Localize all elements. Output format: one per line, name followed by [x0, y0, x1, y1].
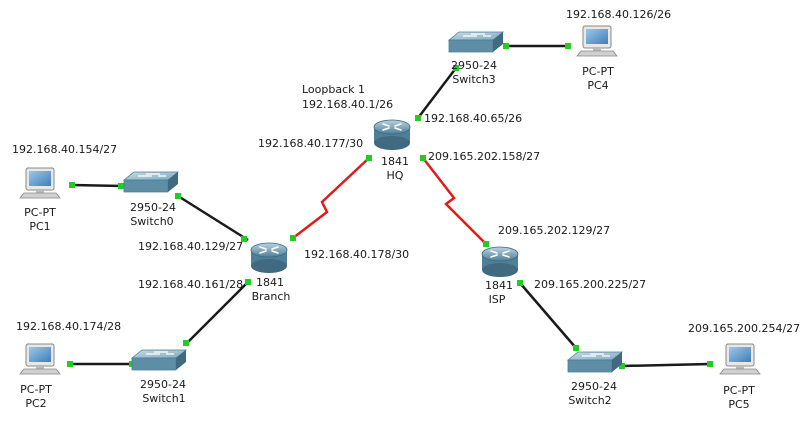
port-branch-switch0 — [241, 236, 247, 242]
pc2-name: PC2 — [25, 397, 46, 410]
link-switch2-pc5[interactable] — [621, 362, 711, 368]
port-hq-serial-branch — [366, 155, 372, 161]
port-switch2-isp — [573, 345, 579, 351]
port-pc1 — [69, 182, 75, 188]
port-switch3-hq — [453, 65, 459, 71]
port-branch-switch1 — [245, 279, 251, 285]
router-isp[interactable]: 1841 ISP — [481, 246, 519, 306]
pc5-name: PC5 — [728, 398, 749, 411]
router-branch-name: Branch — [252, 290, 291, 303]
switch2-model: 2950-24 — [571, 380, 617, 393]
switch-0[interactable]: 2950-24 Switch0 — [123, 171, 179, 228]
hq-loopback-ip: 192.168.40.1/26 — [302, 98, 393, 111]
pc4-name: PC4 — [587, 79, 608, 92]
router-icon — [481, 246, 519, 278]
switch-3[interactable]: 2950-24 Switch3 — [448, 31, 504, 86]
hq-serial-isp-ip: 209.165.202.158/27 — [428, 150, 540, 163]
branch-lan1-ip: 192.168.40.161/28 — [138, 278, 243, 291]
port-switch3-pc4 — [503, 43, 509, 49]
port-isp-serial — [483, 241, 489, 247]
port-switch0-pc1 — [118, 183, 124, 189]
link-hq-switch3[interactable] — [417, 67, 457, 119]
port-hq-switch3 — [415, 115, 421, 121]
pc1-model: PC-PT — [24, 206, 56, 219]
port-pc4 — [565, 43, 571, 49]
hq-loopback-title: Loopback 1 — [302, 83, 365, 96]
serial-link-hq-isp[interactable] — [422, 157, 487, 245]
router-hq-name: HQ — [387, 169, 404, 182]
port-switch0-branch — [175, 193, 181, 199]
router-hq-model: 1841 — [381, 155, 409, 168]
port-hq-serial-isp — [420, 155, 426, 161]
link-isp-switch2[interactable] — [519, 282, 577, 349]
router-icon — [373, 119, 411, 151]
switch-icon — [448, 31, 504, 53]
pc-icon — [576, 25, 618, 57]
serial-link-branch-hq[interactable] — [292, 157, 370, 239]
switch-1[interactable]: 2950-24 Switch1 — [131, 349, 187, 405]
pc4-ip-label: 192.168.40.126/26 — [566, 8, 671, 21]
pc1-ip-label: 192.168.40.154/27 — [12, 143, 117, 156]
port-branch-serial — [290, 235, 296, 241]
pc5-ip-label: 209.165.200.254/27 — [688, 322, 800, 335]
address-labels: 192.168.40.154/27 192.168.40.174/28 192.… — [12, 8, 800, 335]
link-switch0-branch[interactable] — [177, 194, 249, 242]
port-switch2-pc5 — [619, 363, 625, 369]
pc-icon — [19, 167, 61, 199]
isp-serial-ip: 209.165.202.129/27 — [498, 224, 610, 237]
switch-icon — [131, 349, 187, 371]
switch0-model: 2950-24 — [130, 201, 176, 214]
branch-lan0-ip: 192.168.40.129/27 — [138, 240, 243, 253]
pc-icon — [719, 343, 761, 375]
router-branch[interactable]: 1841 Branch — [250, 242, 291, 303]
links — [70, 44, 711, 368]
port-isp-switch2 — [517, 280, 523, 286]
switch3-model: 2950-24 — [451, 59, 497, 72]
link-branch-switch1[interactable] — [185, 281, 249, 345]
port-indicators — [67, 43, 713, 369]
pc-icon — [19, 343, 61, 375]
pc2-ip-label: 192.168.40.174/28 — [16, 320, 121, 333]
pc-5[interactable]: PC-PT PC5 — [719, 343, 761, 411]
port-switch1-branch — [183, 340, 189, 346]
switch2-name: Switch2 — [568, 394, 611, 407]
isp-lan-ip: 209.165.200.225/27 — [534, 278, 646, 291]
router-hq[interactable]: 1841 HQ — [373, 119, 411, 182]
link-pc1-switch0[interactable] — [71, 183, 123, 188]
pc4-model: PC-PT — [582, 65, 614, 78]
branch-serial-ip: 192.168.40.178/30 — [304, 248, 409, 261]
pc-1[interactable]: PC-PT PC1 — [19, 167, 61, 233]
switch0-name: Switch0 — [130, 215, 173, 228]
switch3-name: Switch3 — [452, 73, 495, 86]
switch-icon — [567, 351, 623, 373]
router-icon — [250, 242, 288, 274]
hq-lan-ip: 192.168.40.65/26 — [424, 112, 522, 125]
hq-serial-branch-ip: 192.168.40.177/30 — [258, 137, 363, 150]
port-pc5 — [707, 361, 713, 367]
pc-2[interactable]: PC-PT PC2 — [19, 343, 61, 410]
router-isp-model: 1841 — [485, 279, 513, 292]
port-pc2 — [67, 361, 73, 367]
switch1-model: 2950-24 — [140, 378, 186, 391]
pc-4[interactable]: PC-PT PC4 — [576, 25, 618, 92]
pc5-model: PC-PT — [723, 384, 755, 397]
switch-2[interactable]: 2950-24 Switch2 — [567, 351, 623, 407]
switch-icon — [123, 171, 179, 193]
router-branch-model: 1841 — [256, 276, 284, 289]
router-isp-name: ISP — [489, 293, 506, 306]
pc1-name: PC1 — [29, 220, 50, 233]
switch1-name: Switch1 — [142, 392, 185, 405]
pc2-model: PC-PT — [20, 383, 52, 396]
